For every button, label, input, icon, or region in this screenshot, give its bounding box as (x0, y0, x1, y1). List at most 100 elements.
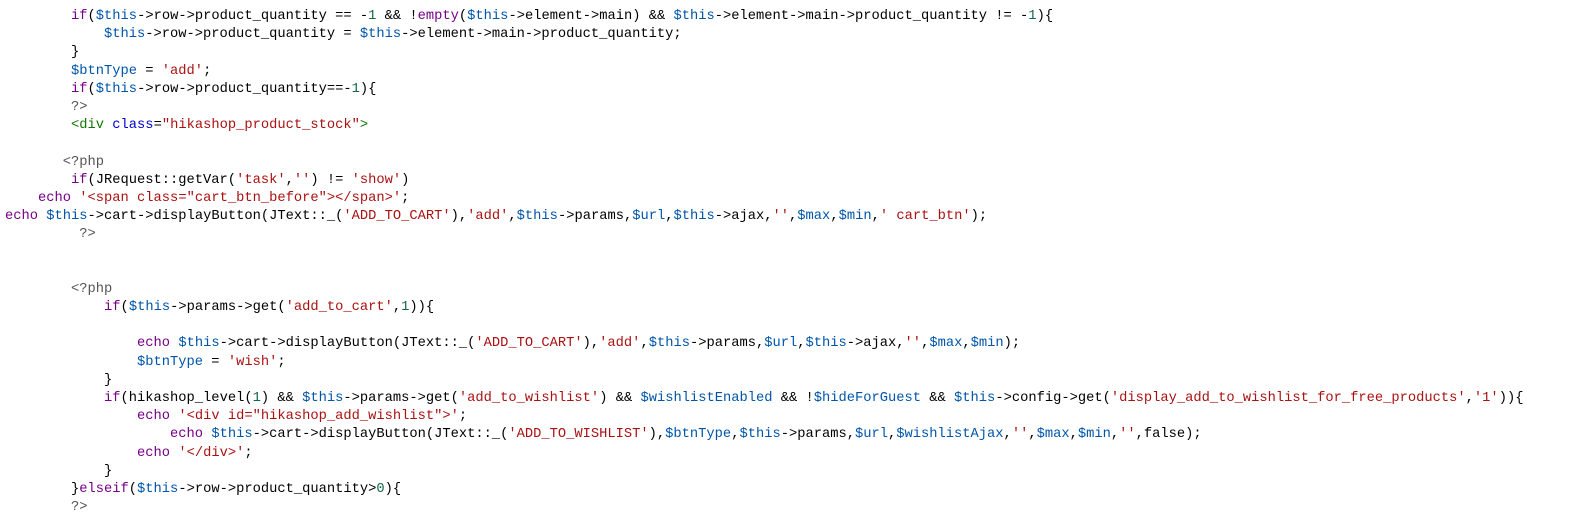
code-line[interactable] (0, 135, 1576, 153)
code-line[interactable]: echo $this->cart->displayButton(JText::_… (0, 335, 1576, 353)
code-variable: $this (954, 390, 996, 406)
code-text: && ! (772, 390, 814, 406)
code-line[interactable]: $btnType = 'wish'; (0, 354, 1576, 372)
code-line[interactable] (0, 263, 1576, 281)
code-text: ->element->main->product_quantity != - (714, 9, 1029, 24)
code-text: = (203, 354, 228, 370)
code-line[interactable]: ?> (0, 499, 1576, 517)
code-line[interactable]: if($this->params->get('add_to_cart',1)){ (0, 299, 1576, 317)
code-line[interactable]: echo '<div id="hikashop_add_wishlist">'; (0, 408, 1576, 426)
code-text: (JRequest::getVar( (87, 172, 237, 188)
code-text (5, 227, 79, 242)
code-text: ){ (1036, 9, 1054, 24)
code-line[interactable]: echo $this->cart->displayButton(JText::_… (0, 208, 1576, 226)
code-line[interactable]: ?> (0, 99, 1576, 117)
code-editor[interactable]: if($this->row->product_quantity == -1 &&… (0, 8, 1576, 517)
code-line[interactable] (0, 317, 1576, 335)
code-text (5, 446, 137, 461)
code-text: = (153, 118, 162, 134)
code-line[interactable]: }elseif($this->row->product_quantity>0){ (0, 481, 1576, 499)
code-keyword: if (71, 9, 88, 24)
code-keyword: echo (5, 209, 39, 225)
code-text: , (921, 336, 930, 352)
code-string: '</div>' (178, 445, 245, 461)
code-variable: $max (1036, 427, 1070, 443)
code-variable: $this (211, 427, 253, 443)
code-line[interactable]: if($this->row->product_quantity==-1){ (0, 81, 1576, 99)
code-text: , (1069, 427, 1078, 443)
code-text: ->cart->displayButton(JText::_( (219, 336, 476, 352)
code-text: ), (450, 209, 468, 225)
code-line[interactable]: <?php (0, 281, 1576, 299)
code-keyword: echo (38, 190, 72, 206)
code-text: } (5, 45, 80, 61)
code-attribute: class (112, 118, 154, 134)
code-text: ->params->get( (170, 300, 286, 315)
code-string: '' (772, 209, 790, 225)
code-text: ){ (384, 481, 402, 497)
code-string: '<div id="hikashop_add_wishlist">' (178, 409, 459, 425)
code-variable: $wishlistEnabled (640, 390, 773, 406)
code-text: ->params, (557, 209, 633, 225)
code-text: ->element->main) && (508, 9, 674, 24)
code-variable: $this (739, 427, 781, 443)
code-text: ; (244, 445, 253, 461)
code-variable: $max (929, 336, 963, 352)
code-text: ; (277, 354, 286, 370)
code-text: ); (1003, 336, 1021, 352)
code-text: ->cart->displayButton(JText::_( (252, 427, 509, 443)
code-string: '' (293, 172, 311, 188)
code-line[interactable]: $this->row->product_quantity = $this->el… (0, 26, 1576, 44)
code-line[interactable]: if($this->row->product_quantity == -1 &&… (0, 8, 1576, 26)
code-string: 'ADD_TO_CART' (343, 209, 451, 225)
code-keyword: echo (137, 336, 171, 352)
code-line[interactable]: } (0, 463, 1576, 481)
code-line[interactable]: echo '</div>'; (0, 445, 1576, 463)
code-line[interactable]: ?> (0, 226, 1576, 244)
code-line[interactable]: <?php (0, 154, 1576, 172)
code-text: ->element->main->product_quantity; (401, 27, 682, 43)
code-string: 'add_to_cart' (285, 300, 393, 315)
code-meta: ?> (71, 500, 88, 516)
code-text: )){ (1498, 390, 1524, 406)
code-line[interactable]: $btnType = 'add'; (0, 63, 1576, 81)
code-number: 1 (1028, 9, 1037, 24)
code-variable: $this (137, 481, 179, 497)
code-text: , (1028, 427, 1037, 443)
code-string: 'add' (161, 63, 204, 79)
code-text: ->row->product_quantity==- (137, 81, 352, 97)
code-text: , (888, 427, 897, 443)
code-variable: $this (128, 300, 171, 315)
code-text: ->config->get( (995, 390, 1111, 406)
code-text: , (962, 336, 971, 352)
code-string: 'display_add_to_wishlist_for_free_produc… (1110, 390, 1466, 406)
code-text: , (1110, 427, 1120, 443)
code-line[interactable]: } (0, 44, 1576, 62)
code-string: 'add' (599, 336, 641, 352)
code-text: ->row->product_quantity == - (137, 9, 369, 24)
code-text: && ! (376, 9, 418, 24)
code-text: , (830, 209, 839, 225)
code-number: 1 (252, 390, 261, 406)
code-keyword: echo (137, 445, 171, 461)
code-line[interactable]: echo $this->cart->displayButton(JText::_… (0, 426, 1576, 444)
code-number: 1 (401, 300, 410, 315)
code-variable: $min (838, 209, 872, 225)
code-text: ; (401, 190, 410, 206)
code-keyword: if (104, 300, 121, 315)
code-line[interactable]: echo '<span class="cart_btn_before"></sp… (0, 190, 1576, 208)
code-text: ->params->get( (343, 390, 459, 406)
code-line[interactable]: if(hikashop_level(1) && $this->params->g… (0, 390, 1576, 408)
code-text: ){ (359, 81, 377, 97)
code-line[interactable] (0, 244, 1576, 262)
code-variable: $max (797, 209, 831, 225)
code-text (5, 173, 71, 188)
code-line[interactable]: <div class="hikashop_product_stock"> (0, 117, 1576, 135)
code-variable: $this (673, 209, 715, 225)
code-text (5, 300, 104, 315)
code-text (5, 9, 71, 24)
code-text: } (5, 481, 80, 497)
code-line[interactable]: } (0, 372, 1576, 390)
code-line[interactable]: if(JRequest::getVar('task','') != 'show'… (0, 172, 1576, 190)
code-variable: $btnType (71, 63, 138, 79)
